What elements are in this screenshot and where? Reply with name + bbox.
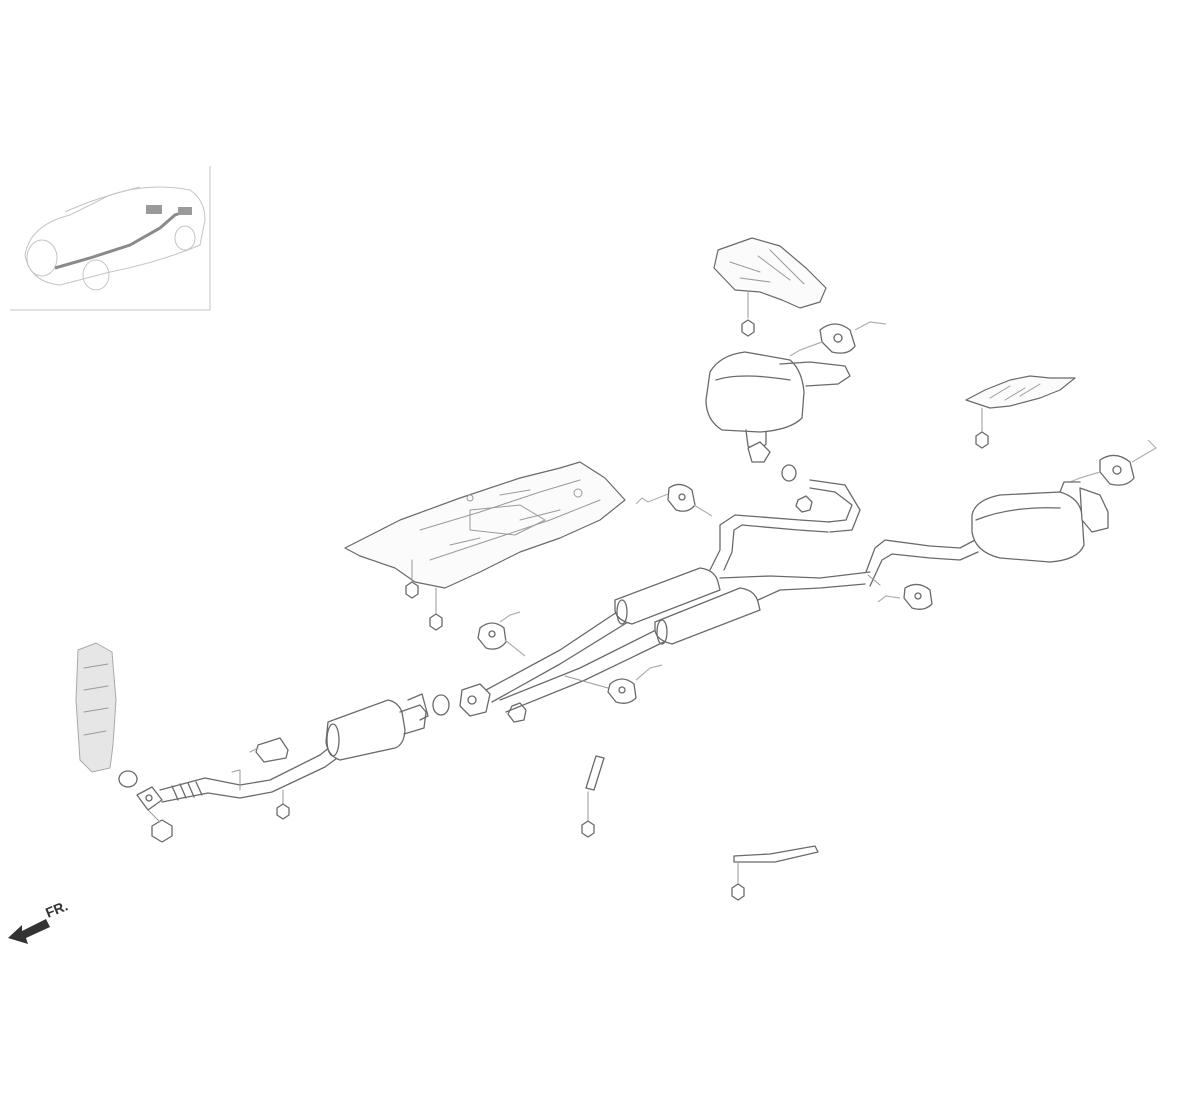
front-pipe — [136, 734, 349, 811]
center-shield-bolt-1 — [405, 559, 419, 599]
hanger-rubber-2 — [477, 611, 526, 657]
hanger-rubber-4 — [877, 583, 933, 610]
front-direction-indicator: FR. — [8, 897, 70, 944]
vehicle-locator-thumbnail — [10, 166, 211, 311]
front-flange-nut — [151, 819, 173, 843]
catalytic-converter — [75, 642, 117, 773]
hanger-rubber-3 — [564, 664, 663, 704]
upper-connecting-pipe — [809, 479, 861, 533]
upper-gasket — [781, 464, 797, 482]
middle-gasket — [432, 694, 450, 716]
rear-connecting-pipe — [865, 539, 979, 587]
hanger-rubber-1 — [635, 483, 713, 517]
upper-heat-shield — [713, 237, 827, 309]
hanger-rubber-6 — [1069, 439, 1157, 486]
upper-muffler — [705, 351, 851, 463]
center-shield-bolt-2 — [429, 587, 443, 631]
upper-nut — [795, 495, 813, 513]
support-bar — [731, 845, 819, 901]
front-arrow-icon — [8, 919, 50, 944]
center-flange-nut — [507, 702, 527, 723]
rear-heat-shield — [965, 375, 1076, 409]
dual-center-pipe — [485, 514, 871, 713]
hanger-rubber-5 — [789, 321, 887, 357]
center-resonator — [325, 693, 429, 761]
rubber-strap-vertical — [581, 755, 605, 838]
front-pipe-bolt — [276, 789, 290, 820]
upper-shield-bolt — [741, 291, 755, 337]
front-label: FR. — [43, 897, 70, 920]
center-heat-shield — [344, 461, 626, 589]
front-gasket — [118, 770, 138, 788]
rear-shield-bolt — [975, 407, 989, 449]
rear-muffler — [971, 481, 1109, 563]
center-flange — [459, 683, 491, 717]
front-pipe-bracket — [249, 737, 289, 763]
